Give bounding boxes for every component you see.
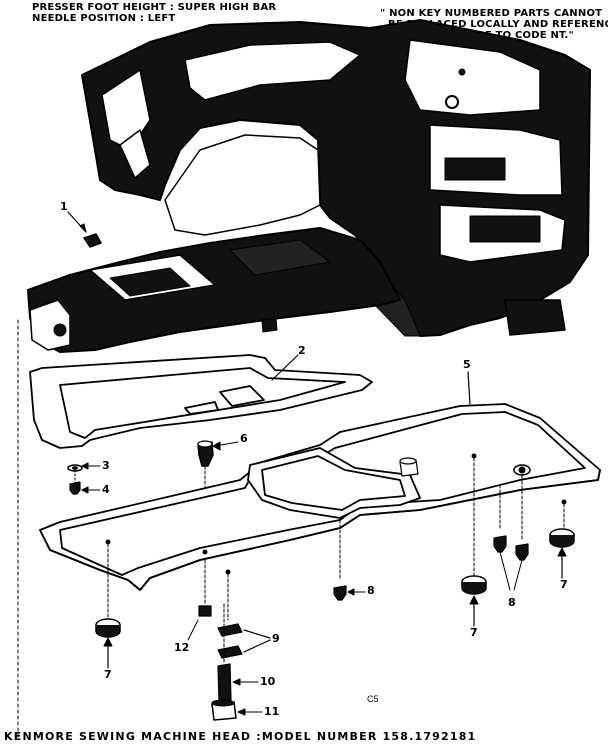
note-line-1: " NON KEY NUMBERED PARTS CANNOT	[380, 8, 603, 19]
presser-foot-height-label: PRESSER FOOT HEIGHT : SUPER HIGH BAR	[32, 2, 277, 13]
callout-3: 3	[102, 459, 110, 472]
part-7-foot-center	[461, 575, 487, 627]
part-12-nut	[187, 605, 212, 641]
callout-2: 2	[298, 344, 306, 357]
callout-4: 4	[102, 483, 110, 496]
part-2-tray	[29, 354, 373, 449]
part-8-screw-center	[333, 585, 366, 601]
machine-head	[27, 19, 591, 353]
part-8-screw-right-a	[493, 535, 511, 591]
part-3-washer	[67, 462, 101, 472]
part-7-foot-left	[95, 618, 121, 669]
needle-position-label: NEEDLE POSITION : LEFT	[32, 13, 176, 24]
part-5-base-plate	[39, 371, 601, 591]
callout-8-center: 8	[367, 584, 375, 597]
callout-1: 1	[60, 200, 68, 213]
assembly-guide-lines	[107, 457, 565, 621]
part-10-post	[217, 603, 259, 703]
part-8-screw-right-b	[513, 543, 529, 591]
callout-7-center: 7	[470, 626, 478, 639]
callout-9: 9	[272, 632, 280, 645]
callout-6: 6	[240, 432, 248, 445]
callout-5: 5	[463, 358, 471, 371]
callout-12: 12	[174, 641, 190, 654]
part-1-knob	[67, 211, 102, 248]
footer-model-number: KENMORE SEWING MACHINE HEAD :MODEL NUMBE…	[4, 730, 477, 743]
part-7-foot-right	[549, 528, 575, 579]
callout-11: 11	[264, 705, 280, 718]
callout-8-right: 8	[508, 596, 516, 609]
callout-7-right: 7	[560, 578, 568, 591]
callout-10: 10	[260, 675, 276, 688]
part-4-screw	[69, 469, 101, 495]
callout-7-left: 7	[104, 668, 112, 681]
part-11-cap	[211, 699, 263, 721]
page-code: C5	[367, 694, 379, 704]
part-9-clips	[217, 623, 271, 659]
